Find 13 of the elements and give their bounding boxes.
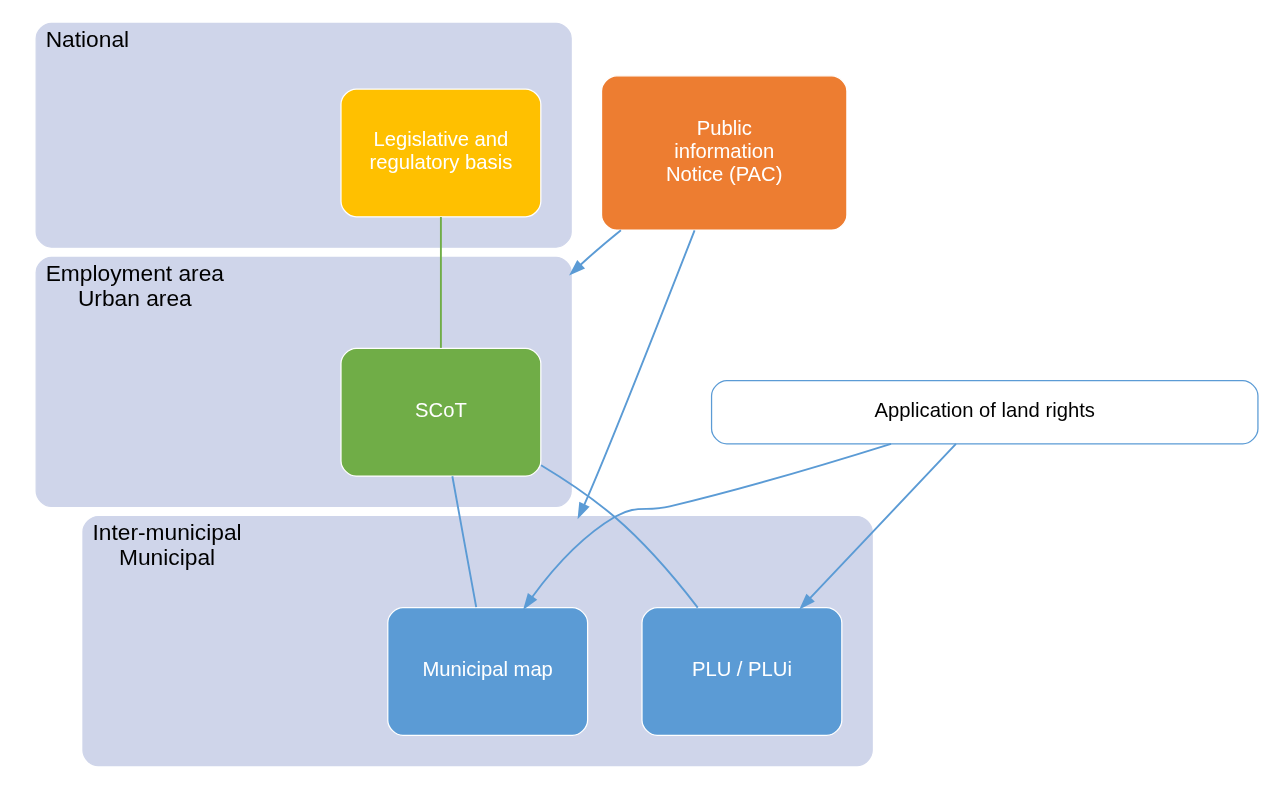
node-box: PLU / PLUi xyxy=(640,607,842,736)
node-box: Municipal map xyxy=(386,607,588,736)
node-box: Application of land rights xyxy=(710,379,1259,445)
arrow xyxy=(522,442,892,610)
arrow xyxy=(577,229,696,520)
node-box: Legislative and regulatory basis xyxy=(339,88,541,218)
connector xyxy=(439,216,442,349)
node-box: SCoT xyxy=(339,347,541,477)
arrow xyxy=(798,443,957,610)
connector xyxy=(539,464,699,609)
connector xyxy=(450,475,477,609)
arrow xyxy=(568,229,622,276)
node-box: Public information Notice (PAC) xyxy=(600,75,847,231)
